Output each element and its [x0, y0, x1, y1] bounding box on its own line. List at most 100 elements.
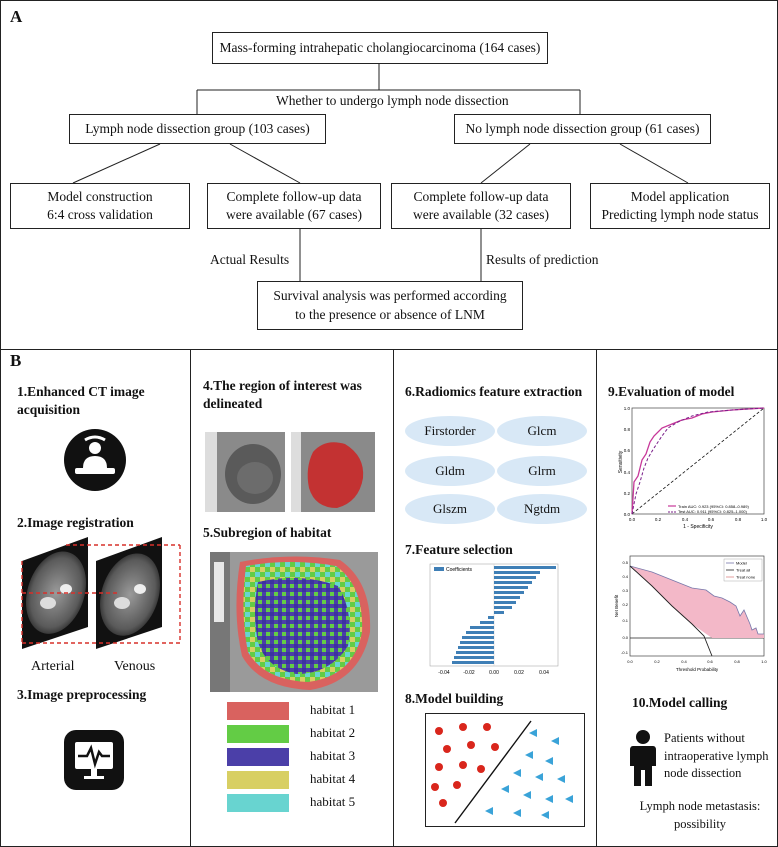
habitat-1-label: habitat 1	[310, 702, 356, 717]
patients-line3: node dissection	[664, 766, 742, 780]
no-dissection-group-box: No lymph node dissection group (61 cases…	[454, 114, 711, 144]
dca-ytick-3: 0.2	[622, 602, 628, 607]
step5-title: 5.Subregion of habitat	[203, 525, 332, 540]
population-box: Mass-forming intrahepatic cholangiocarci…	[212, 32, 548, 64]
survival-analysis-box: Survival analysis was performed accordin…	[257, 281, 523, 330]
model-construction-box: Model construction 6:4 cross validation	[10, 183, 190, 229]
habitat-2-swatch	[227, 725, 289, 743]
image-registration-figure	[21, 537, 181, 649]
dca-xtick-4: 0.8	[734, 659, 740, 664]
roc-xlabel: 1 - Specificity	[683, 524, 713, 530]
patients-description: Patients without intraoperative lymph no…	[664, 730, 768, 783]
feature-ngtdm: Ngtdm	[497, 494, 587, 524]
patients-line2: intraoperative lymph	[664, 748, 769, 763]
dca-legend-model: Model	[736, 561, 747, 566]
panel-a-label: A	[10, 7, 23, 26]
dca-xtick-3: 0.6	[707, 659, 713, 664]
patient-person-icon	[630, 730, 656, 786]
roc-test-legend: Test AUC: 0.911 (95%CI: 0.825–1.000)	[678, 509, 748, 514]
step1-line2: acquisition	[17, 401, 81, 417]
followup-left-line2: were available (67 cases)	[225, 207, 363, 222]
habitat-legend-4: habitat 4	[227, 771, 387, 791]
metastasis-line2: possibility	[673, 817, 727, 832]
step7-title: 7.Feature selection	[405, 542, 513, 557]
step9-title: 9.Evaluation of model	[608, 384, 735, 399]
roc-ytick-4: 0.8	[624, 427, 631, 432]
habitat-map-image	[210, 552, 378, 692]
roc-xtick-5: 1.0	[761, 517, 768, 522]
roc-xtick-4: 0.8	[735, 517, 742, 522]
survival-line2: to the presence or absence of LNM	[295, 306, 485, 322]
dca-ytick-1: 0.4	[622, 574, 628, 579]
feature-glrm: Glrm	[497, 456, 587, 486]
roc-ytick-2: 0.4	[624, 470, 631, 475]
roc-xtick-0: 0.0	[629, 517, 636, 522]
column-divider-1	[190, 349, 191, 847]
dca-legend-treat-all: Treat all	[736, 568, 750, 573]
model-application-line1: Model application	[630, 188, 730, 204]
venous-label: Venous	[114, 659, 156, 674]
roc-ylabel: Sensitivity	[618, 450, 624, 473]
followup-left-box: Complete follow-up data were available (…	[207, 183, 381, 229]
model-building-figure	[425, 713, 585, 827]
followup-right-line1: Complete follow-up data	[413, 188, 549, 204]
model-construction-line2: 6:4 cross validation	[47, 207, 153, 222]
dca-xtick-2: 0.4	[681, 659, 687, 664]
results-prediction-label: Results of prediction	[486, 252, 599, 267]
step3-title: 3.Image preprocessing	[17, 687, 147, 702]
feature-glcm: Glcm	[497, 416, 587, 446]
roc-xtick-3: 0.6	[708, 517, 715, 522]
model-application-line2: Predicting lymph node status	[601, 207, 759, 222]
step4-line2: delineated	[203, 395, 263, 411]
preprocessing-monitor-icon	[64, 730, 124, 790]
coef-tick-4: 0.02	[514, 670, 524, 676]
roc-ytick-1: 0.2	[624, 491, 631, 496]
dca-ytick-5: 0.0	[622, 635, 628, 640]
followup-right-line2: were available (32 cases)	[412, 207, 550, 222]
coef-tick-3: 0.00	[489, 670, 499, 676]
feature-coefficient-chart: Coefficients -0.04 -0.02 0.00 0.02 0.04	[429, 563, 559, 676]
dca-xtick-5: 1.0	[761, 659, 767, 664]
survival-line1: Survival analysis was performed accordin…	[273, 288, 507, 304]
population-text: Mass-forming intrahepatic cholangiocarci…	[219, 39, 541, 55]
column-divider-2	[393, 349, 394, 847]
decision-curve-chart: Model Treat all Treat none Net Benefit T…	[614, 555, 768, 672]
dissection-group-text: Lymph node dissection group (103 cases)	[85, 120, 310, 136]
roc-ytick-5: 1.0	[624, 406, 631, 411]
dca-xtick-1: 0.2	[654, 659, 660, 664]
step1-title: 1.Enhanced CT image acquisition	[17, 383, 145, 418]
step4-line1: 4.The region of interest was	[203, 378, 362, 393]
dca-legend-treat-none: Treat none	[736, 575, 756, 580]
metastasis-description: Lymph node metastasis: possibility	[632, 797, 768, 833]
roc-ytick-0: 0.0	[624, 512, 631, 517]
dca-ytick-6: -0.1	[621, 650, 629, 655]
column-divider-3	[596, 349, 597, 847]
habitat-2-label: habitat 2	[310, 725, 356, 740]
habitat-4-swatch	[227, 771, 289, 789]
ct-scanner-icon	[64, 429, 126, 491]
habitat-3-swatch	[227, 748, 289, 766]
arterial-label: Arterial	[31, 659, 75, 674]
habitat-legend-2: habitat 2	[227, 725, 387, 745]
dca-ytick-2: 0.3	[622, 588, 628, 593]
feature-gldm: Gldm	[405, 456, 495, 486]
feature-glszm: Glszm	[405, 494, 495, 524]
model-construction-line1: Model construction	[47, 188, 153, 204]
coef-legend-text: Coefficients	[446, 567, 473, 573]
roc-xtick-1: 0.2	[655, 517, 662, 522]
no-dissection-group-text: No lymph node dissection group (61 cases…	[465, 120, 700, 136]
model-application-box: Model application Predicting lymph node …	[590, 183, 770, 229]
dca-xlabel: Threshold Probability	[676, 667, 719, 672]
habitat-5-swatch	[227, 794, 289, 812]
dca-ytick-4: 0.1	[622, 618, 628, 623]
step8-title: 8.Model building	[405, 691, 504, 706]
dca-xtick-0: 0.0	[627, 659, 633, 664]
panel-b-label: B	[10, 351, 22, 370]
step4-title: 4.The region of interest was delineated	[203, 377, 362, 412]
roc-train-legend: Train AUC: 0.923 (95%CI: 0.858–0.989)	[678, 504, 749, 509]
habitat-4-label: habitat 4	[310, 771, 356, 786]
step6-title: 6.Radiomics feature extraction	[405, 384, 583, 399]
followup-left-line1: Complete follow-up data	[226, 188, 362, 204]
step10-title: 10.Model calling	[632, 695, 728, 710]
habitat-3-label: habitat 3	[310, 748, 356, 763]
